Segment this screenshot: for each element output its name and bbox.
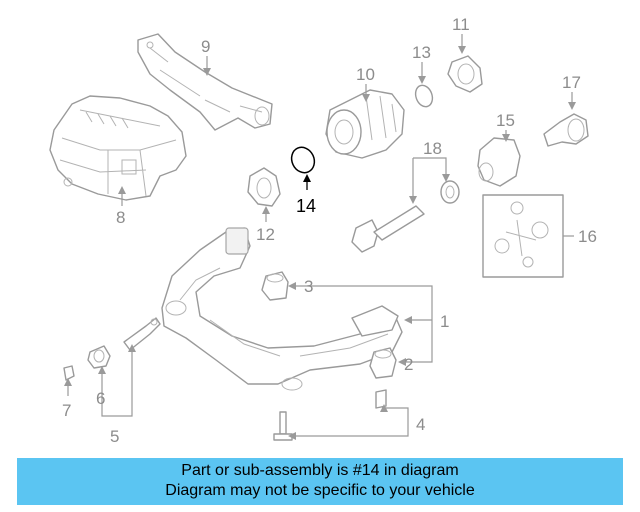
callout-8: 8: [116, 208, 125, 227]
part-10-carrier: [325, 89, 405, 159]
callout-14: 14: [296, 196, 316, 216]
callout-11: 11: [452, 15, 470, 34]
callout-12: 12: [256, 225, 275, 244]
part-6-bushing: [87, 345, 111, 369]
callout-15: 15: [496, 111, 515, 130]
part-9-bracket: [137, 33, 273, 131]
part-18-axle: [351, 180, 460, 253]
leader-lines: [64, 34, 576, 440]
callout-18: 18: [423, 139, 442, 158]
part-14-o-ring: [290, 146, 316, 174]
part-16-gear-set: [482, 194, 564, 278]
callout-7: 7: [62, 401, 71, 420]
part-7-bolt: [63, 365, 75, 381]
part-12-bearing: [247, 167, 281, 207]
caption-line-2: Diagram may not be specific to your vehi…: [165, 482, 475, 499]
part-2-bushing: [369, 347, 397, 379]
callout-13: 13: [412, 43, 431, 62]
part-13-ring: [414, 84, 434, 108]
part-11-flange: [447, 55, 483, 93]
part-3-bushing: [261, 271, 289, 301]
callout-5: 5: [110, 427, 119, 446]
callout-9: 9: [201, 37, 210, 56]
callout-4: 4: [416, 415, 425, 434]
info-banner: Part or sub-assembly is #14 in diagram D…: [17, 458, 623, 505]
part-1-subframe: [161, 227, 403, 391]
callout-10: 10: [356, 65, 375, 84]
callout-17: 17: [562, 73, 581, 92]
part-5-link: [123, 317, 161, 351]
callout-1: 1: [440, 312, 449, 331]
callout-6: 6: [96, 389, 105, 408]
leader-14: [303, 174, 311, 190]
callout-3: 3: [304, 277, 313, 296]
callout-16: 16: [578, 227, 597, 246]
part-17-shaft: [543, 113, 589, 147]
caption-line-1: Part or sub-assembly is #14 in diagram: [181, 462, 459, 479]
parts-diagram: 1 2 3 4 5 6 7 8 9 10 11 12 13 15 16 17 1…: [49, 15, 597, 446]
part-4-bolts: [273, 389, 387, 441]
callout-labels: 1 2 3 4 5 6 7 8 9 10 11 12 13 15 16 17 1…: [62, 15, 597, 446]
part-8-housing: [49, 95, 187, 201]
callout-2: 2: [404, 355, 413, 374]
part-15-diff-case: [477, 137, 521, 187]
